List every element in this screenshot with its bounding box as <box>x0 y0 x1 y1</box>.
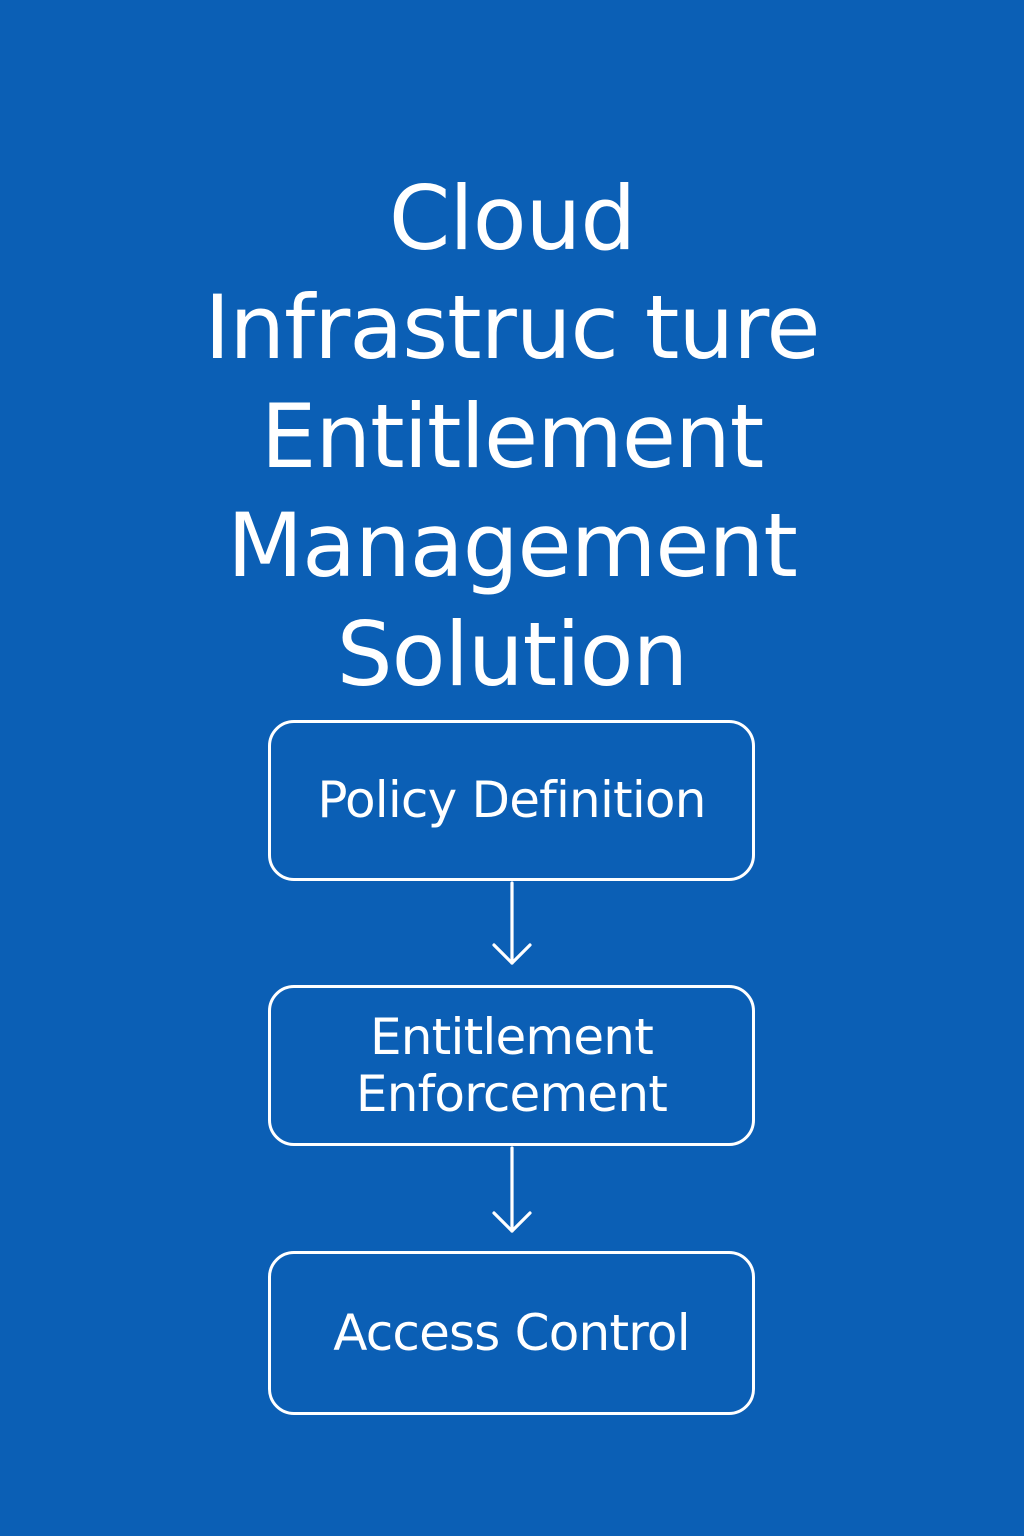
policy-definition-label: Policy Definition <box>317 771 706 829</box>
title-line-cloud: Cloud <box>388 166 636 270</box>
arrow-down-icon <box>492 1146 532 1233</box>
page-title: Cloud Infrastruc ture Entitlement Manage… <box>80 164 944 709</box>
title-line-solution: Solution <box>336 602 689 706</box>
entitlement-enforcement-box: Entitlement Enforcement <box>268 985 755 1146</box>
policy-definition-box: Policy Definition <box>268 720 755 881</box>
title-line-infrastructure: Infrastruc ture <box>204 275 820 379</box>
enforcement-label: Enforcement <box>355 1064 668 1123</box>
entitlement-enforcement-label: Entitlement Enforcement <box>355 1007 668 1123</box>
access-control-label: Access Control <box>333 1303 690 1362</box>
title-line-entitlement: Entitlement <box>260 384 765 488</box>
entitlement-label: Entitlement <box>370 1007 654 1066</box>
arrow-down-icon <box>492 881 532 965</box>
title-line-management: Management <box>227 493 798 597</box>
access-control-box: Access Control <box>268 1251 755 1415</box>
